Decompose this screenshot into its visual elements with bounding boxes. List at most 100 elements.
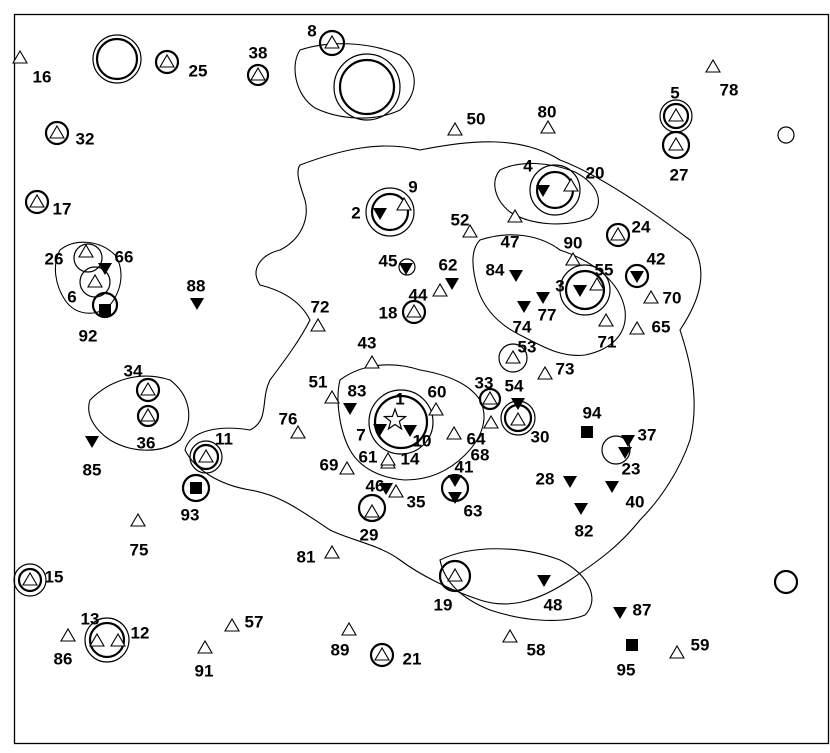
source-label: 12 (131, 623, 150, 642)
filled-inverted-triangle-marker (618, 447, 632, 459)
source-label: 8 (307, 21, 316, 40)
filled-inverted-triangle-marker (574, 503, 588, 515)
filled-inverted-triangle-marker (536, 185, 550, 197)
source-label: 78 (720, 80, 739, 99)
source-label: 1 (395, 389, 404, 408)
filled-inverted-triangle-marker (343, 403, 357, 415)
source-label: 20 (586, 163, 605, 182)
open-triangle-marker (669, 644, 685, 659)
source-label: 45 (379, 251, 398, 270)
open-triangle-marker (29, 193, 45, 208)
open-triangle-marker (589, 276, 605, 291)
source-label: 73 (556, 359, 575, 378)
source-label: 72 (311, 297, 330, 316)
open-triangle-marker (364, 354, 380, 369)
source-label: 61 (359, 447, 378, 466)
open-triangle-marker (483, 414, 499, 429)
source-label: 11 (215, 429, 233, 448)
open-triangle-marker (140, 381, 156, 396)
source-label: 4 (523, 156, 533, 175)
source-label: 70 (663, 288, 682, 307)
source-label: 87 (633, 600, 652, 619)
source-rings (13, 29, 799, 668)
source-label: 62 (439, 255, 458, 274)
source-label: 36 (137, 433, 156, 452)
source-label: 19 (434, 595, 453, 614)
open-triangle-marker (396, 196, 412, 211)
west-arm-contour (88, 375, 190, 451)
source-label: 76 (279, 409, 298, 428)
source-label: 59 (691, 635, 710, 654)
source-label: 6 (67, 287, 76, 306)
open-triangle-marker (565, 251, 581, 266)
open-triangle-marker (447, 121, 463, 136)
source-label: 24 (632, 217, 651, 236)
source-label: 34 (124, 361, 143, 380)
open-triangle-marker (610, 226, 626, 241)
open-triangle-marker (198, 448, 214, 463)
source-label: 13 (81, 609, 100, 628)
open-triangle-marker (130, 512, 146, 527)
source-label: 91 (195, 661, 214, 680)
filled-square-marker (626, 639, 638, 651)
source-label: 44 (409, 285, 428, 304)
filled-inverted-triangle-marker (517, 301, 531, 313)
open-triangle-marker (482, 390, 498, 405)
source-label: 88 (187, 276, 206, 295)
source-label: 74 (513, 317, 532, 336)
filled-inverted-triangle-marker (448, 492, 462, 504)
open-triangle-marker (668, 107, 684, 122)
open-triangle-marker (140, 407, 156, 422)
filled-inverted-triangle-marker (537, 575, 551, 587)
source-label: 48 (544, 595, 563, 614)
source-label: 68 (471, 445, 490, 464)
source-label: 93 (181, 505, 200, 524)
filled-inverted-triangle-marker (630, 271, 644, 283)
source-label: 64 (467, 429, 486, 448)
open-triangle-marker (22, 571, 38, 586)
filled-inverted-triangle-marker (563, 476, 577, 488)
open-triangle-marker (197, 639, 213, 654)
filled-inverted-triangle-marker (85, 436, 99, 448)
source-label: 40 (626, 492, 645, 511)
filled-square-marker (99, 304, 111, 316)
source-label: 27 (670, 165, 689, 184)
filled-inverted-triangle-marker (379, 483, 393, 495)
source-label: 37 (638, 425, 657, 444)
source-label: 66 (115, 247, 134, 266)
open-triangle-marker (462, 223, 478, 238)
source-label: 18 (379, 303, 398, 322)
filled-inverted-triangle-marker (536, 292, 550, 304)
open-triangle-marker (540, 119, 556, 134)
open-triangle-marker (705, 58, 721, 73)
filled-inverted-triangle-marker (448, 475, 462, 487)
filled-inverted-triangle-marker (98, 263, 112, 275)
filled-inverted-triangle-marker (605, 481, 619, 493)
open-triangle-marker (89, 632, 105, 647)
source-label: 26 (45, 249, 64, 268)
filled-inverted-triangle-marker (403, 425, 417, 437)
open-triangle-marker (643, 289, 659, 304)
source-label: 75 (130, 540, 149, 559)
source-label: 82 (575, 521, 594, 540)
source-label: 92 (79, 326, 98, 345)
open-triangle-marker (324, 34, 340, 49)
source-label: 63 (464, 501, 483, 520)
source-label: 85 (83, 460, 102, 479)
northeast-ridge-contour (494, 162, 599, 225)
filled-inverted-triangle-marker (509, 270, 523, 282)
filled-inverted-triangle-marker (190, 298, 204, 310)
source-label: 89 (331, 640, 350, 659)
source-label: 23 (622, 459, 641, 478)
source-label: 29 (360, 525, 379, 544)
filled-square-marker (190, 482, 202, 494)
source-label: 52 (451, 210, 470, 229)
source-label: 35 (407, 492, 426, 511)
source-label: 90 (564, 233, 583, 252)
source-label: 71 (598, 332, 617, 351)
open-triangle-marker (290, 424, 306, 439)
source-label: 30 (531, 427, 550, 446)
open-triangle-marker (339, 460, 355, 475)
source-label: 46 (366, 476, 385, 495)
